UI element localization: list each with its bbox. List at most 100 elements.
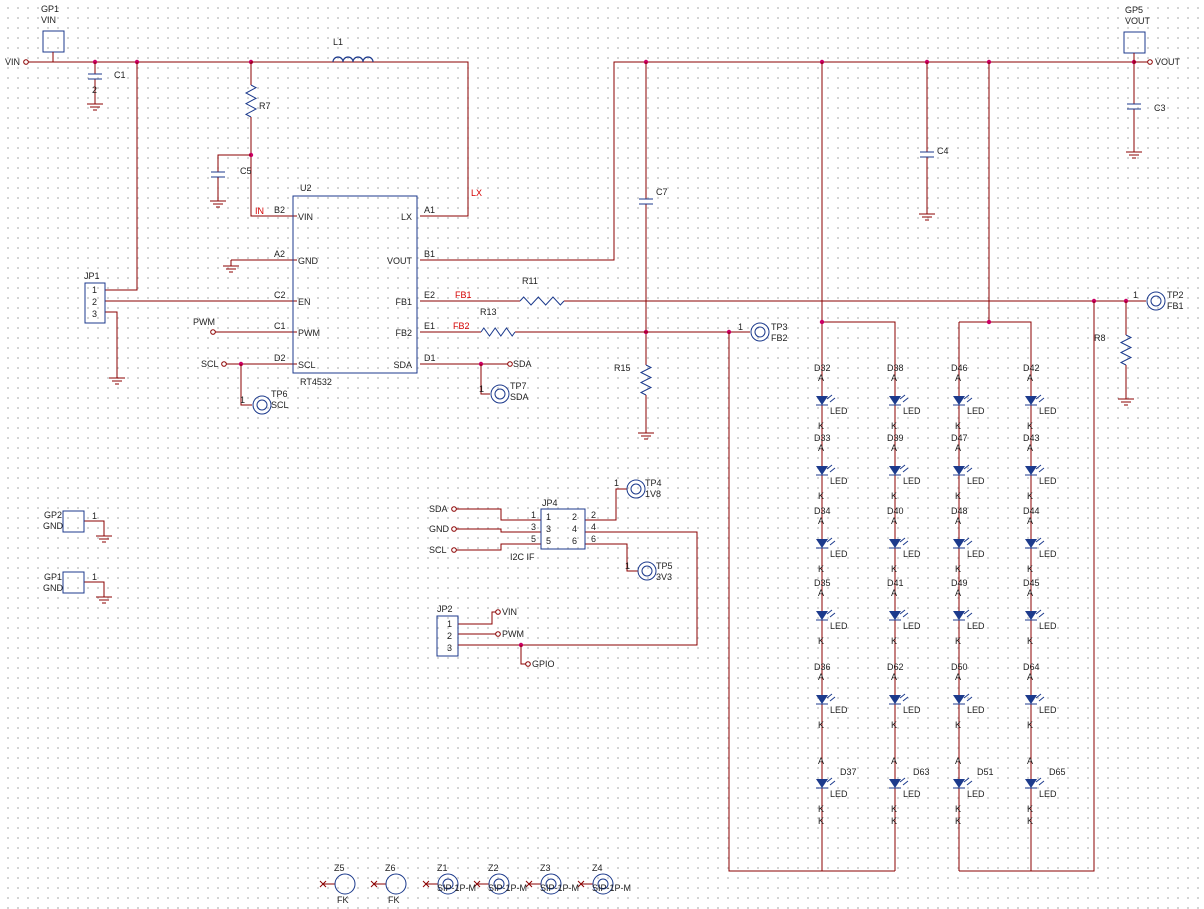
text-label: PWM	[502, 629, 524, 639]
anode-label: A	[891, 672, 897, 682]
text-label: A2	[274, 249, 285, 259]
text-label: D42	[1023, 363, 1040, 373]
text-label: LED	[1039, 476, 1057, 486]
text-label: 1V8	[645, 489, 661, 499]
led-diode-icon	[1025, 779, 1037, 788]
anode-label: A	[955, 443, 961, 453]
text-label: B1	[424, 249, 435, 259]
emission-arrows-icon	[1035, 777, 1045, 786]
text-label: 1	[447, 619, 452, 629]
text-label: VOUT	[387, 256, 413, 266]
scl-port-icon	[221, 361, 227, 367]
text-label: I2C IF	[510, 552, 535, 562]
led-diode-icon	[889, 779, 901, 788]
emission-arrows-icon	[826, 693, 836, 702]
text-label: 2	[447, 631, 452, 641]
text-label: TP3	[771, 322, 788, 332]
emission-arrows-icon	[963, 693, 973, 702]
led-diode-icon	[953, 695, 965, 704]
text-label: D43	[1023, 433, 1040, 443]
text-label: GND	[43, 521, 64, 531]
text-label: SCL	[429, 545, 447, 555]
anode-label: A	[891, 516, 897, 526]
cathode-label: K	[818, 804, 824, 814]
text-label: SCL	[271, 400, 289, 410]
text-label: SDA	[513, 359, 532, 369]
r15-resistor	[639, 364, 653, 396]
text-label: LED	[967, 549, 985, 559]
junction-dot	[819, 319, 825, 325]
text-label: 1	[479, 384, 484, 394]
emission-arrows-icon	[899, 464, 909, 473]
text-label: GND	[43, 583, 64, 593]
text-label: LED	[967, 705, 985, 715]
text-label: LED	[830, 789, 848, 799]
text-label: LX	[401, 212, 412, 222]
text-label: TP6	[271, 389, 288, 399]
wire	[585, 488, 627, 521]
emission-arrows-icon	[826, 394, 836, 403]
in-net-label: IN	[255, 206, 264, 216]
cathode-label: K	[1027, 804, 1033, 814]
anode-label: A	[818, 588, 824, 598]
wire	[105, 311, 118, 372]
wire	[240, 364, 252, 406]
tp3-testpoint	[750, 322, 770, 342]
text-label: VOUT	[1125, 16, 1151, 26]
text-label: D38	[887, 363, 904, 373]
text-label: 2	[92, 297, 97, 307]
jp2-header	[436, 615, 459, 657]
tp4-testpoint	[630, 483, 642, 495]
led-diode-icon	[1025, 695, 1037, 704]
text-label: C7	[656, 187, 668, 197]
tp7-testpoint	[494, 388, 506, 400]
anode-label: A	[955, 756, 961, 766]
text-label: SCL	[298, 360, 316, 370]
text-label: C4	[937, 146, 949, 156]
led-diode-icon	[953, 611, 965, 620]
text-label: LED	[967, 621, 985, 631]
anode-label: A	[955, 373, 961, 383]
text-label: SDA	[510, 392, 529, 402]
emission-arrows-icon	[963, 537, 973, 546]
text-label: D36	[814, 662, 831, 672]
wire	[458, 611, 496, 625]
text-label: Z6	[385, 863, 396, 873]
text-label: LED	[830, 549, 848, 559]
emission-arrows-icon	[826, 537, 836, 546]
led-diode-icon	[1025, 466, 1037, 475]
gp1-gnd-connector	[62, 571, 85, 594]
led-diode-icon	[816, 466, 828, 475]
text-label: LED	[903, 406, 921, 416]
cathode-label: K	[955, 564, 961, 574]
text-label: 1	[614, 478, 619, 488]
text-label: GP1	[41, 4, 59, 14]
cathode-label: K	[891, 804, 897, 814]
text-label: FB2	[453, 321, 470, 331]
led-diode-icon	[1025, 396, 1037, 405]
lx-net-label: LX	[471, 188, 482, 198]
text-label: Z3	[540, 863, 551, 873]
text-label: SIP-1P-M	[540, 883, 579, 893]
cathode-label: K	[1027, 636, 1033, 646]
text-label: 6	[572, 536, 577, 546]
cathode-label: K	[818, 421, 824, 431]
text-label: TP5	[656, 561, 673, 571]
led-diode-icon	[1025, 611, 1037, 620]
cathode-label: K	[818, 636, 824, 646]
text-label: 1	[92, 572, 97, 582]
sda-port-icon	[451, 506, 457, 512]
text-label: JP1	[84, 271, 100, 281]
text-label: D49	[951, 578, 968, 588]
wire	[456, 543, 541, 551]
tp3-testpoint	[754, 326, 766, 338]
emission-arrows-icon	[899, 777, 909, 786]
text-label: LED	[1039, 406, 1057, 416]
wire	[84, 581, 105, 591]
wire	[420, 61, 1134, 261]
text-label: JP4	[542, 498, 558, 508]
text-label: LED	[1039, 621, 1057, 631]
text-label: EN	[298, 297, 311, 307]
emission-arrows-icon	[963, 394, 973, 403]
text-label: D46	[951, 363, 968, 373]
